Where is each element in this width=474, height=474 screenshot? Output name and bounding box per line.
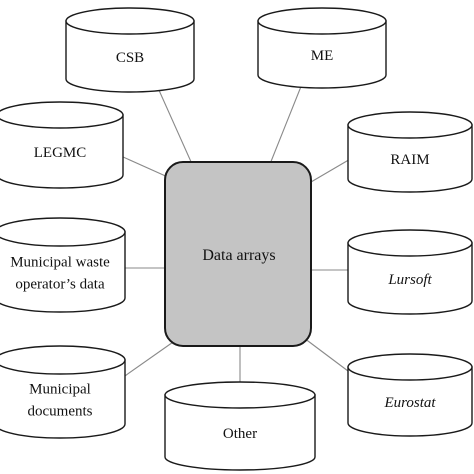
cylinder-body-municipal-waste	[0, 231, 126, 313]
cylinder-body-lursoft	[347, 242, 473, 315]
cylinder-top-other	[164, 381, 316, 409]
cylinder-municipal-waste: Municipal waste operator’s data	[0, 217, 126, 313]
cylinder-body-other	[164, 394, 316, 471]
cylinder-top-municipal-waste	[0, 217, 126, 247]
cylinder-body-me	[257, 20, 387, 89]
cylinder-me: ME	[257, 7, 387, 89]
cylinder-raim: RAIM	[347, 111, 473, 193]
cylinder-body-eurostat	[347, 366, 473, 437]
connector-me	[269, 83, 303, 165]
cylinder-top-legmc	[0, 101, 124, 129]
label-csb: CSB	[116, 50, 144, 66]
connector-csb	[157, 87, 193, 165]
label-other: Other	[223, 426, 257, 442]
cylinder-top-me	[257, 7, 387, 35]
cylinder-top-lursoft	[347, 229, 473, 257]
cylinder-body-legmc	[0, 114, 124, 189]
data-arrays-hub: Data arrays	[164, 161, 312, 347]
cylinder-top-csb	[65, 7, 195, 35]
data-arrays-box	[164, 161, 312, 347]
connector-raim	[310, 157, 353, 183]
label-municipal-waste-line-1: Municipal waste	[10, 255, 110, 271]
cylinder-csb: CSB	[65, 7, 195, 93]
cylinder-body-csb	[65, 20, 195, 93]
cylinder-top-municipal-documents	[0, 345, 126, 375]
data-arrays-label: Data arrays	[202, 247, 275, 264]
cylinder-other: Other	[164, 381, 316, 471]
label-me: ME	[311, 48, 334, 64]
cylinder-eurostat: Eurostat	[347, 353, 473, 437]
label-municipal-waste-line-2: operator’s data	[15, 277, 105, 293]
cylinder-body-raim	[347, 124, 473, 193]
label-lursoft: Lursoft	[387, 272, 432, 288]
cylinder-top-raim	[347, 111, 473, 139]
source-cylinders: CSB ME LEGMC RAIM Municipal waste operator’s …	[0, 7, 473, 471]
label-municipal-documents-line-2: documents	[28, 404, 93, 420]
label-municipal-documents-line-1: Municipal	[29, 382, 91, 398]
label-eurostat: Eurostat	[383, 395, 436, 411]
connector-eurostat	[303, 337, 353, 375]
cylinder-municipal-documents: Municipal documents	[0, 345, 126, 439]
connector-municipal-documents	[121, 339, 177, 379]
cylinder-lursoft: Lursoft	[347, 229, 473, 315]
cylinder-top-eurostat	[347, 353, 473, 381]
label-raim: RAIM	[390, 152, 429, 168]
cylinder-legmc: LEGMC	[0, 101, 124, 189]
label-legmc: LEGMC	[34, 145, 87, 161]
cylinder-body-municipal-documents	[0, 359, 126, 439]
